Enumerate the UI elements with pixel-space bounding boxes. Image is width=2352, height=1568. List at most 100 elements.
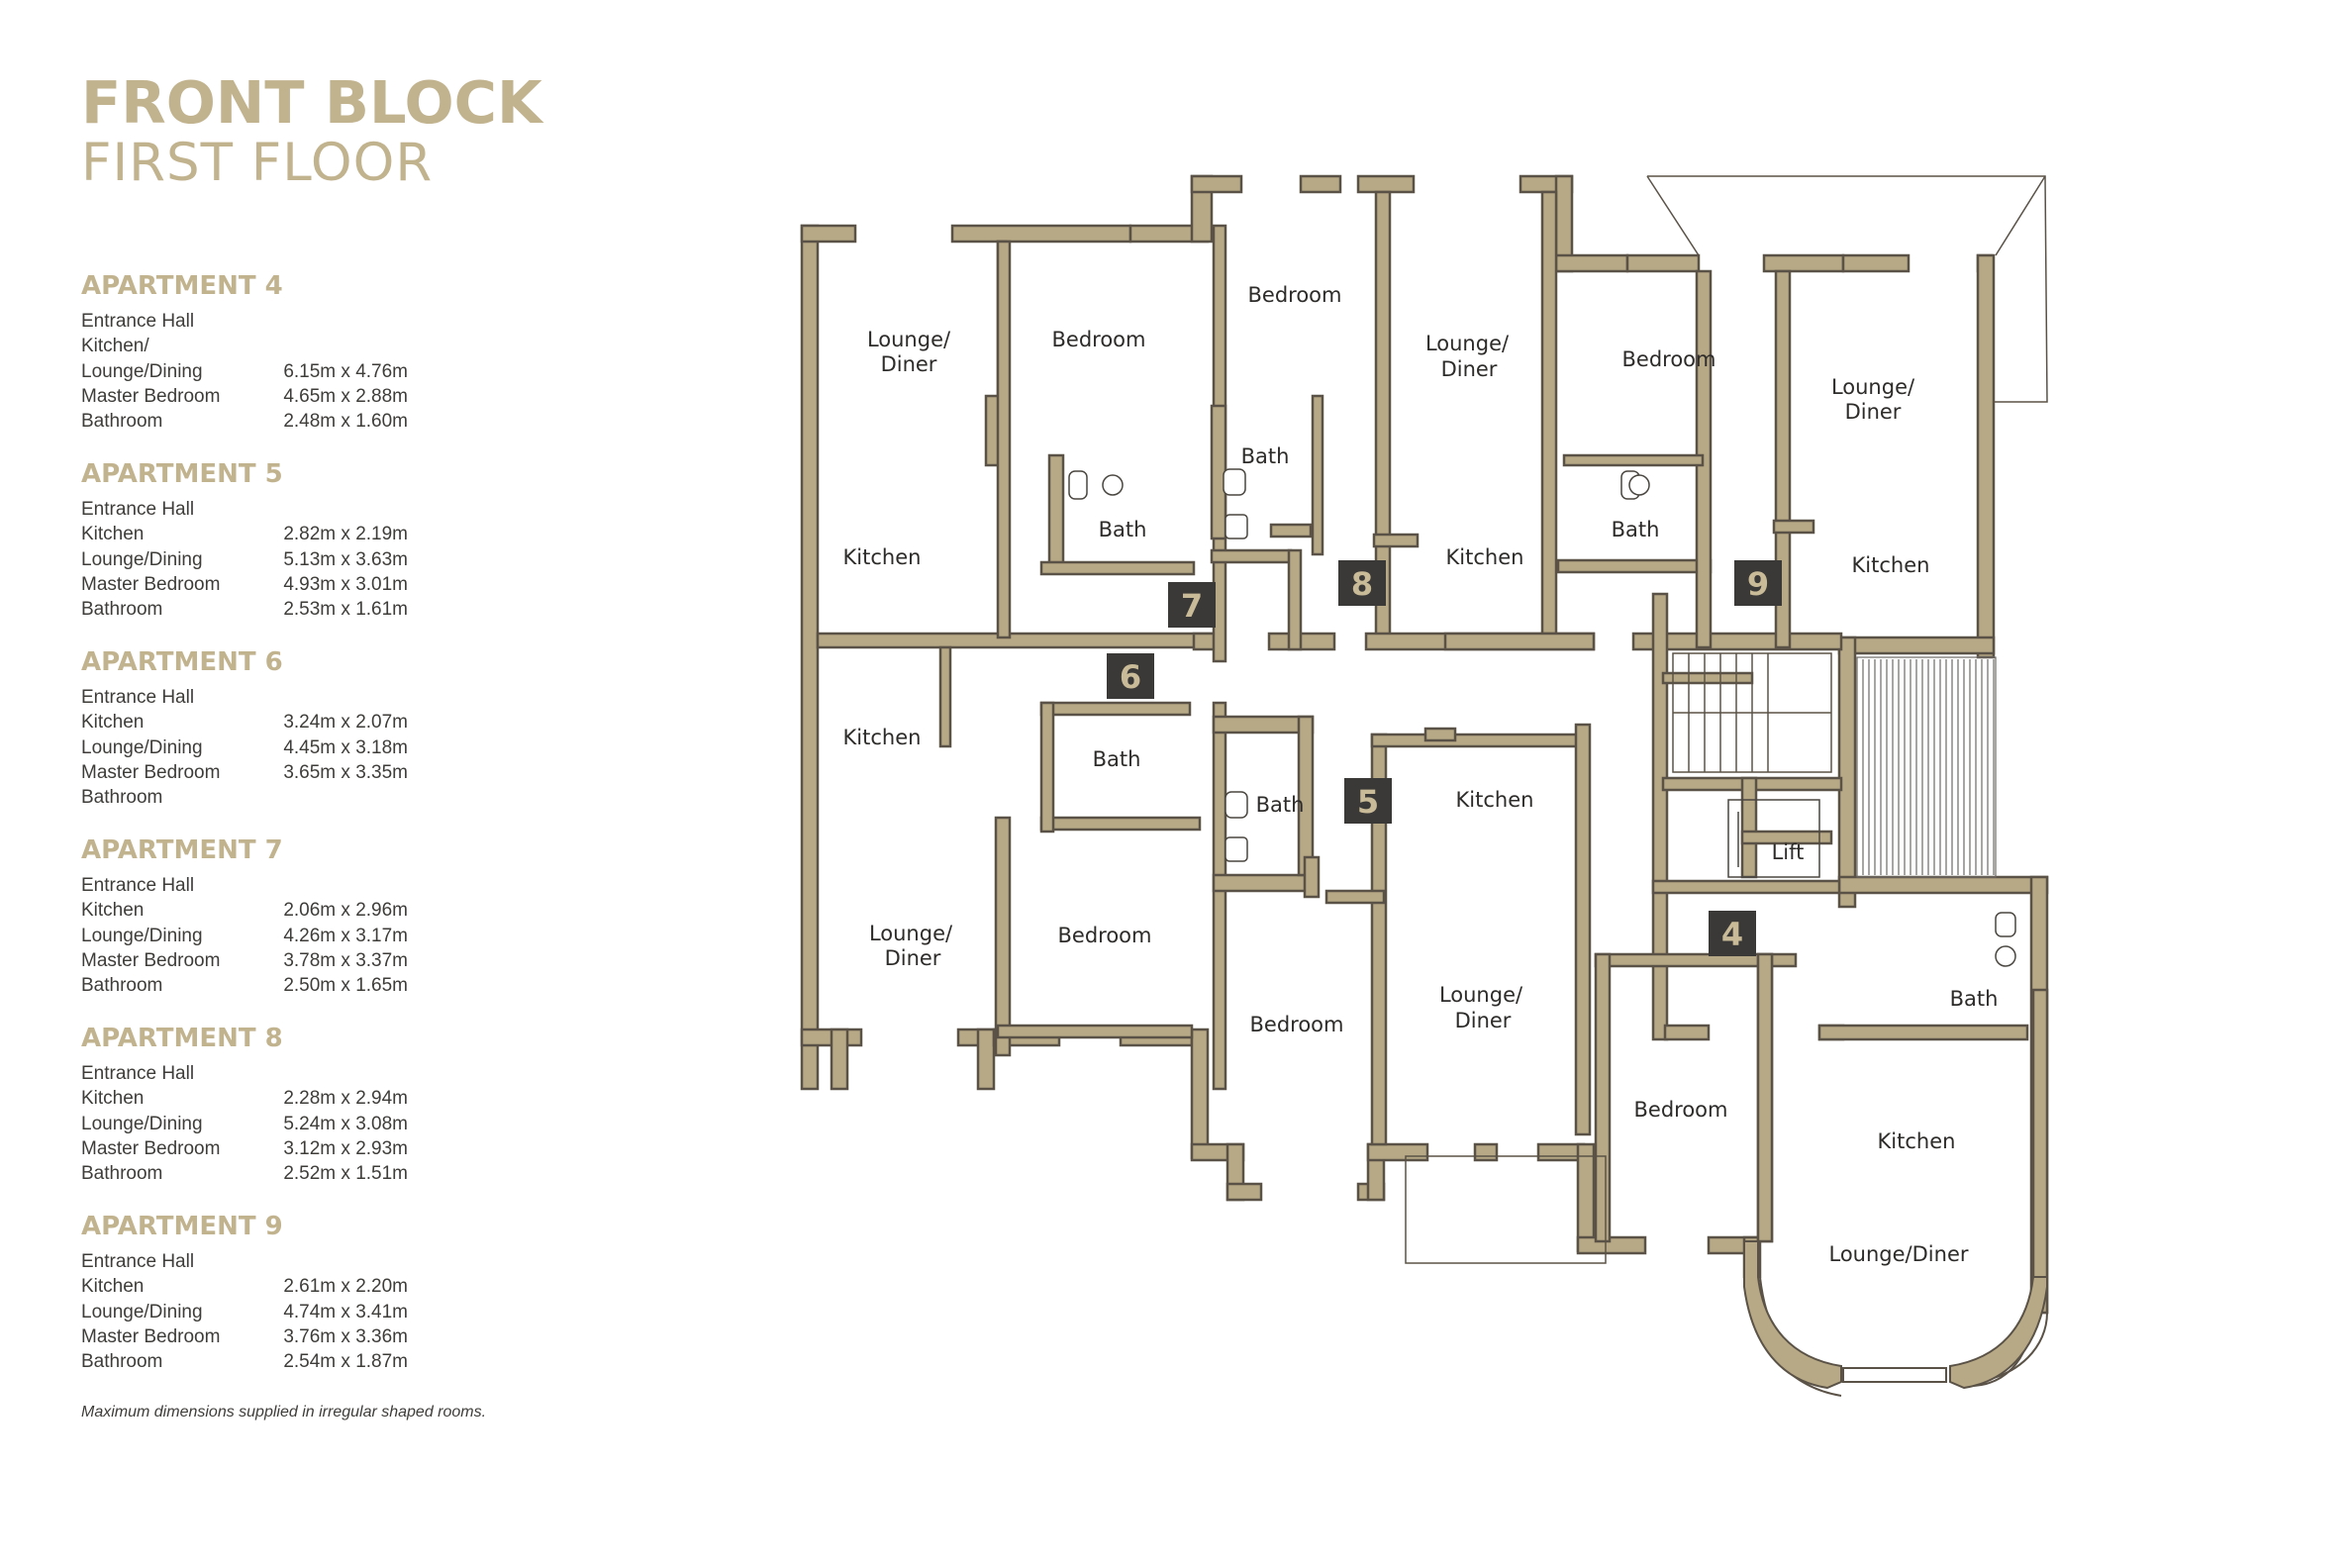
- room-dimensions: 4.45m x 3.18m: [283, 736, 408, 758]
- room-row: Entrance Hall: [81, 1061, 636, 1086]
- room-name: Entrance Hall: [81, 1063, 195, 1084]
- page-title: FRONT BLOCK: [81, 68, 542, 137]
- room-label-a6-lounge-1: Lounge/: [869, 922, 953, 945]
- room-name: Entrance Hall: [81, 875, 195, 896]
- room-name: Entrance Hall: [81, 311, 195, 332]
- room-dimensions: 6.15m x 4.76m: [283, 360, 408, 382]
- room-dimensions: 3.24m x 2.07m: [283, 712, 408, 734]
- room-row: Entrance Hall: [81, 873, 636, 898]
- room-name: Master Bedroom: [81, 1325, 221, 1347]
- room-name: Lounge/Dining: [81, 1113, 203, 1134]
- room-dimensions: 2.28m x 2.94m: [283, 1088, 408, 1110]
- room-dimensions: 2.06m x 2.96m: [283, 900, 408, 922]
- room-row: Entrance Hall: [81, 1249, 636, 1274]
- room-dimensions: 2.48m x 1.60m: [283, 411, 408, 433]
- number-tile-text: 7: [1181, 587, 1203, 625]
- room-label-a4-bath: Bath: [1099, 518, 1147, 541]
- roof-outline: [1405, 175, 2048, 1264]
- room-label-a5-lounge-1: Lounge/: [1439, 983, 1523, 1007]
- apartment-heading: APARTMENT 4: [81, 271, 283, 301]
- room-name: Kitchen: [81, 712, 145, 734]
- number-tile-text: 8: [1351, 565, 1373, 603]
- number-tile-bg: [1338, 560, 1386, 606]
- room-name: Entrance Hall: [81, 499, 195, 520]
- room-dimensions: 2.52m x 1.51m: [283, 1163, 408, 1185]
- room-name: Bathroom: [81, 411, 163, 433]
- room-dimensions: 2.61m x 2.20m: [283, 1276, 408, 1298]
- room-label-a6-lounge-2: Diner: [885, 946, 941, 970]
- room-row: Bathroom 2.48m x 1.60m: [81, 409, 636, 434]
- room-row: Bathroom 2.50m x 1.65m: [81, 973, 636, 998]
- number-tile-bg: [1168, 582, 1216, 628]
- room-row: Master Bedroom 4.65m x 2.88m: [81, 384, 636, 409]
- room-name: Bathroom: [81, 975, 163, 997]
- room-dimensions: 4.26m x 3.17m: [283, 925, 408, 946]
- room-row: Kitchen 3.24m x 2.07m: [81, 710, 636, 735]
- lift-shaft: [1727, 799, 1820, 878]
- room-row: Lounge/Dining 4.45m x 3.18m: [81, 735, 636, 760]
- room-name: Lounge/Dining: [81, 548, 203, 570]
- room-dimensions: 3.78m x 3.37m: [283, 949, 408, 971]
- room-label-a5-lounge-2: Diner: [1455, 1009, 1512, 1032]
- apartment-number-6: 6: [1107, 653, 1154, 699]
- apartment-heading: APARTMENT 8: [81, 1024, 283, 1053]
- room-label-a6-bedroom: Bedroom: [1058, 924, 1152, 947]
- apartment-number-7: 7: [1168, 582, 1216, 628]
- room-name: Bathroom: [81, 787, 163, 809]
- room-name: Kitchen: [81, 1088, 145, 1110]
- room-label-a8-kitchen: Kitchen: [1446, 545, 1524, 569]
- room-dimensions: 2.82m x 2.19m: [283, 524, 408, 545]
- room-row: Master Bedroom 3.65m x 3.35m: [81, 760, 636, 785]
- fire-escape-stairs: [1856, 656, 1997, 878]
- room-label-a9-kitchen: Kitchen: [1852, 553, 1930, 577]
- room-label-b4-lounge: Lounge/Diner: [1829, 1242, 1969, 1266]
- room-name: Lounge/Dining: [81, 736, 203, 758]
- apartment-number-8: 8: [1338, 560, 1386, 606]
- bay-window-wall-right: [1949, 1276, 2048, 1390]
- room-name: Bathroom: [81, 1163, 163, 1185]
- room-row: Entrance Hall: [81, 685, 636, 710]
- room-label-a4-kitchen: Kitchen: [843, 545, 922, 569]
- room-name: Master Bedroom: [81, 573, 221, 595]
- room-dimensions: 3.65m x 3.35m: [283, 761, 408, 783]
- room-dimensions: 4.93m x 3.01m: [283, 573, 408, 595]
- room-label-a9-bedroom: Bedroom: [1622, 347, 1716, 371]
- number-tile-bg: [1734, 560, 1782, 606]
- room-label-a7-bath: Bath: [1241, 444, 1290, 468]
- room-dimensions: 5.13m x 3.63m: [283, 548, 408, 570]
- room-label-lift: Lift: [1772, 840, 1805, 864]
- room-label-a4-lounge-1: Lounge/: [867, 328, 951, 351]
- room-name: Lounge/Dining: [81, 1301, 203, 1323]
- number-tile-text: 6: [1120, 658, 1141, 696]
- room-label-b4-kitchen: Kitchen: [1878, 1129, 1956, 1153]
- walls: [800, 174, 2049, 1315]
- room-label-a5-bath: Bath: [1256, 793, 1305, 817]
- room-row: Kitchen/: [81, 334, 636, 358]
- room-label-b4-bath: Bath: [1950, 987, 1999, 1011]
- number-tile-text: 9: [1747, 565, 1769, 603]
- room-name: Master Bedroom: [81, 761, 221, 783]
- room-name: Lounge/Dining: [81, 925, 203, 946]
- apartment-heading: APARTMENT 7: [81, 835, 283, 865]
- room-dimensions: 2.50m x 1.65m: [283, 975, 408, 997]
- room-label-a6-kitchen: Kitchen: [843, 726, 922, 749]
- room-row: Bathroom: [81, 785, 636, 810]
- room-name: Entrance Hall: [81, 1251, 195, 1272]
- room-name: Master Bedroom: [81, 385, 221, 407]
- room-dimensions: 4.65m x 2.88m: [283, 385, 408, 407]
- room-label-a8-lounge-1: Lounge/: [1425, 332, 1510, 355]
- bathroom-fixtures: [1068, 468, 2016, 967]
